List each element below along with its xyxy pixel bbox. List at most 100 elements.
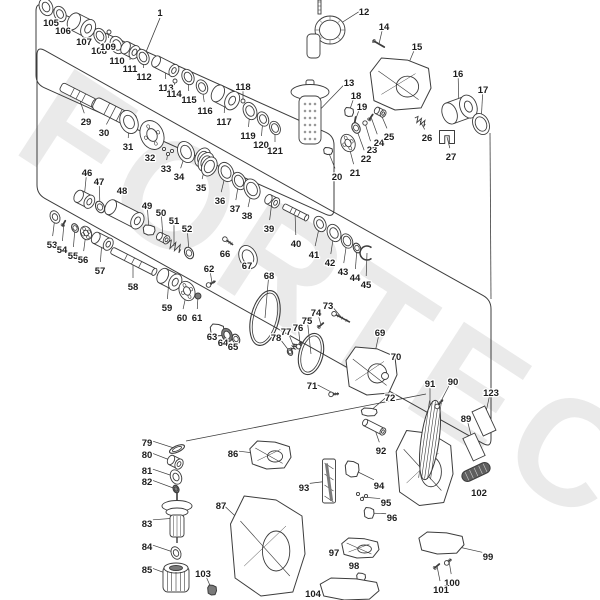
part-glyph-45 (359, 245, 372, 261)
part-glyph-59 (156, 267, 183, 291)
part-label-15: 15 (412, 42, 423, 53)
part-glyph-74 (316, 322, 325, 329)
part-glyph-115 (181, 68, 195, 86)
leader-line-45 (365, 252, 368, 277)
part-label-19: 19 (357, 102, 368, 113)
part-label-51: 51 (169, 216, 180, 227)
part-label-52: 52 (182, 224, 193, 235)
part-label-120: 120 (253, 140, 269, 151)
part-label-50: 50 (156, 208, 167, 219)
part-glyph-113 (151, 55, 180, 78)
part-glyph-46 (73, 189, 96, 209)
part-glyph-97 (341, 537, 380, 559)
part-label-67: 67 (242, 261, 253, 272)
part-glyph-81 (169, 469, 183, 485)
part-label-87: 87 (216, 501, 227, 512)
part-label-92: 92 (376, 446, 387, 457)
part-glyph-17 (472, 112, 490, 136)
leader-line-54 (62, 222, 65, 242)
part-label-35: 35 (196, 183, 207, 194)
part-label-46: 46 (82, 168, 93, 179)
leader-line-77 (288, 334, 295, 348)
part-label-17: 17 (478, 85, 489, 96)
part-label-45: 45 (361, 280, 372, 291)
leader-line-27 (446, 136, 451, 149)
part-glyph-80 (166, 454, 184, 470)
part-label-75: 75 (302, 316, 313, 327)
part-glyph-91 (418, 399, 442, 481)
part-label-79: 79 (142, 438, 153, 449)
leader-line-14 (378, 29, 383, 45)
part-label-85: 85 (142, 565, 153, 576)
part-label-66: 66 (220, 249, 231, 260)
part-label-38: 38 (242, 211, 253, 222)
part-label-1: 1 (157, 8, 163, 19)
part-glyph-84 (170, 546, 182, 560)
part-glyph-25 (373, 106, 387, 118)
part-glyph-52 (183, 246, 195, 260)
armature-assembly-line (185, 393, 427, 442)
part-label-105: 105 (43, 18, 60, 29)
part-glyph-48 (104, 199, 145, 230)
part-glyph-68 (249, 290, 281, 346)
part-label-40: 40 (291, 239, 302, 250)
part-glyph-120 (256, 111, 270, 127)
part-label-65: 65 (228, 342, 239, 353)
part-glyph-73 (331, 311, 351, 323)
leader-line-101 (436, 565, 441, 582)
part-label-24: 24 (374, 138, 385, 149)
part-glyph-102 (461, 461, 491, 483)
part-label-14: 14 (379, 22, 390, 33)
part-label-41: 41 (309, 250, 320, 261)
leader-line-74 (317, 315, 322, 326)
part-glyph-60 (178, 280, 196, 302)
part-label-26: 26 (422, 133, 433, 144)
part-label-115: 115 (181, 95, 197, 106)
subassembly-box-2 (36, 48, 492, 446)
part-label-53: 53 (47, 240, 58, 251)
part-glyph-77 (290, 343, 298, 351)
part-glyph-42 (326, 223, 342, 243)
part-glyph-105 (38, 0, 54, 17)
part-glyph-103 (207, 584, 217, 596)
part-label-83: 83 (142, 519, 153, 530)
part-label-48: 48 (117, 186, 128, 197)
part-glyph-13 (290, 79, 330, 145)
part-glyph-43 (340, 233, 354, 249)
leader-line-68 (264, 278, 269, 319)
part-glyph-58 (110, 247, 158, 276)
part-glyph-36 (217, 161, 235, 183)
part-glyph-38 (243, 178, 261, 200)
part-glyph-118 (240, 98, 246, 104)
part-label-21: 21 (350, 168, 361, 179)
part-label-117: 117 (216, 117, 231, 128)
part-label-27: 27 (446, 152, 457, 163)
part-glyph-65 (231, 333, 241, 345)
leader-line-23 (364, 122, 371, 142)
part-glyph-75 (297, 332, 325, 376)
part-label-58: 58 (128, 282, 139, 293)
leader-line-62 (209, 271, 213, 284)
part-label-69: 69 (375, 328, 386, 339)
part-glyph-106 (53, 5, 67, 23)
part-label-111: 111 (123, 64, 139, 75)
part-label-43: 43 (338, 267, 349, 278)
part-label-107: 107 (76, 37, 92, 48)
part-glyph-89 (462, 432, 486, 462)
leader-line-82 (152, 480, 177, 490)
part-glyph-116 (195, 79, 209, 95)
part-label-47: 47 (94, 177, 105, 188)
part-glyph-71 (328, 391, 340, 398)
part-label-97: 97 (329, 548, 340, 559)
part-glyph-76 (295, 341, 303, 350)
part-glyph-123 (471, 405, 497, 437)
part-label-44: 44 (350, 273, 361, 284)
part-glyph-51 (167, 239, 182, 254)
part-label-84: 84 (142, 542, 153, 553)
part-label-70: 70 (391, 352, 402, 363)
part-label-121: 121 (267, 146, 284, 157)
part-label-78: 78 (271, 333, 282, 344)
part-label-34: 34 (174, 172, 185, 183)
part-label-32: 32 (145, 153, 156, 164)
